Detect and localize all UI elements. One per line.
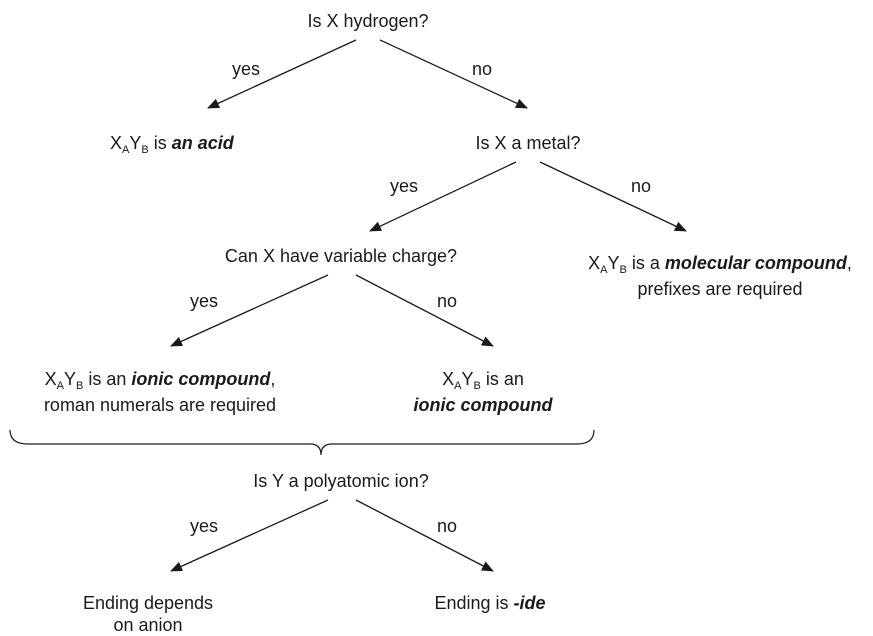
question-is-x-hydrogen: Is X hydrogen? [307,11,429,31]
arrow-q4-yes [170,499,329,572]
formula-x: X [110,133,123,153]
formula-subscript-a: A [454,380,462,392]
formula-y: Y [63,369,76,389]
outcome-ionic: XAYB is an [442,368,524,392]
question-is-x-metal: Is X a metal? [475,133,581,153]
formula-y: Y [129,133,142,153]
formula-y: Y [461,369,474,389]
outcome-ending-ide: Ending is -ide [434,592,545,614]
branch-yes-label: yes [190,291,219,311]
branch-no-label: no [437,516,458,536]
formula-subscript-b: B [473,380,481,392]
branch-yes-label: yes [390,176,419,196]
outcome-molecular-note: prefixes are required [637,279,803,299]
formula-subscript-a: A [122,144,130,156]
group-brace [9,429,595,456]
arrow-q4-no [355,499,494,572]
arrow-q3-yes [170,274,329,347]
outcome-ionic-emphasis: ionic compound [413,395,553,415]
outcome-ending-ide-emphasis: -ide [513,593,546,613]
arrow-q2-yes [369,161,517,232]
outcome-ending-anion-line2: on anion [113,615,183,635]
outcome-ending-anion-line1: Ending depends [82,593,214,613]
outcome-acid: XAYB is an acid [110,132,234,156]
formula-subscript-b: B [141,144,149,156]
branch-no-label: no [472,59,493,79]
outcome-molecular-emphasis: molecular compound [664,253,847,273]
formula-x: X [44,369,57,389]
outcome-molecular-text: is a [626,253,665,273]
outcome-molecular: XAYB is a molecular compound, [588,252,852,276]
outcome-ending-ide-text: Ending is [434,593,514,613]
branch-yes-label: yes [232,59,261,79]
question-variable-charge: Can X have variable charge? [224,246,458,266]
branch-no-label: no [631,176,652,196]
formula-subscript-b: B [75,380,84,392]
outcome-molecular-comma: , [846,253,852,273]
arrow-q2-no [539,161,687,232]
arrow-q1-yes [207,39,357,109]
formula-y: Y [607,253,620,273]
arrow-q3-no [355,274,494,347]
formula-subscript-a: A [56,380,64,392]
outcome-acid-text: is [148,133,172,153]
outcome-acid-emphasis: an acid [171,133,234,153]
outcome-ionic-roman-emphasis: ionic compound [131,369,271,389]
question-polyatomic-ion: Is Y a polyatomic ion? [253,471,429,491]
formula-subscript-b: B [619,264,627,276]
branch-no-label: no [437,291,458,311]
formula-subscript-a: A [600,264,608,276]
outcome-ionic-roman-text: is an [83,369,132,389]
branch-yes-label: yes [190,516,219,536]
arrow-q1-no [379,39,528,109]
formula-x: X [442,369,455,389]
outcome-ionic-roman-comma: , [270,369,276,389]
outcome-ionic-roman: XAYB is an ionic compound, [44,368,276,392]
outcome-ionic-roman-note: roman numerals are required [43,395,277,415]
formula-x: X [588,253,601,273]
outcome-ionic-text: is an [480,369,524,389]
